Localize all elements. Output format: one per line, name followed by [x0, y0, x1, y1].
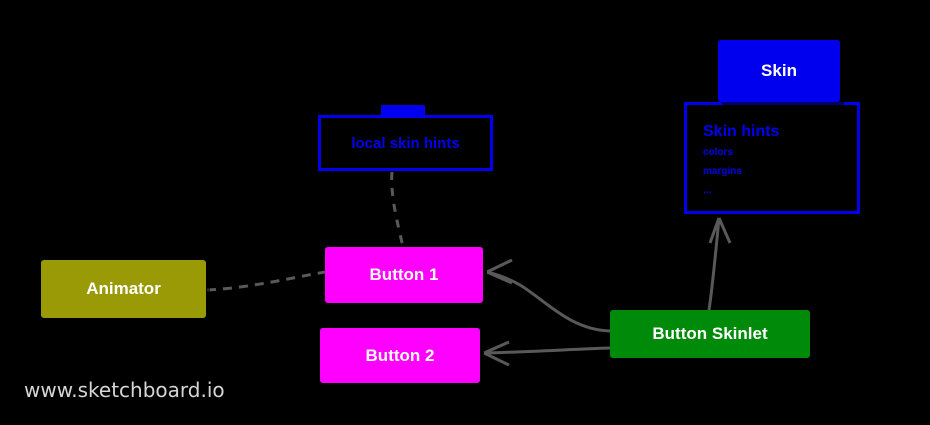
node-animator-label: Animator	[86, 279, 161, 298]
note-tab-icon	[381, 105, 425, 117]
arrowhead-skin-hints	[708, 217, 732, 244]
node-button-2[interactable]: Button 2	[320, 328, 480, 383]
node-button-1-label: Button 1	[369, 265, 439, 284]
node-skin-hints-item-colors: colors	[703, 146, 734, 158]
edge-skinlet-to-button1	[486, 270, 611, 333]
arrowhead-button1	[486, 258, 513, 285]
node-skin-hints-title: Skin hints	[703, 123, 780, 140]
node-local-skin-hints-label: local skin hints	[351, 134, 460, 152]
node-button-2-label: Button 2	[365, 345, 435, 365]
node-button-1[interactable]: Button 1	[325, 247, 483, 303]
node-button-skinlet[interactable]: Button Skinlet	[610, 310, 810, 358]
watermark: www.sketchboard.io	[24, 378, 225, 402]
node-skin-hints-item-ellipsis: ...	[703, 184, 712, 196]
node-skin-hints-item-margins: margins	[703, 165, 742, 177]
node-skin-hints[interactable]: Skin hints colors margins ...	[684, 102, 860, 214]
node-local-skin-hints[interactable]: local skin hints	[318, 115, 493, 171]
node-skin[interactable]: Skin	[718, 40, 840, 102]
node-animator[interactable]: Animator	[41, 260, 206, 318]
arrowhead-button2	[483, 340, 510, 367]
node-button-skinlet-label: Button Skinlet	[652, 324, 768, 343]
edge-local-hints-to-button1	[390, 171, 405, 248]
edge-animator-to-button1	[206, 270, 326, 292]
node-skin-label: Skin	[761, 61, 797, 80]
edge-skinlet-to-button2	[483, 346, 611, 355]
edge-skinlet-to-skin-hints	[707, 217, 721, 311]
